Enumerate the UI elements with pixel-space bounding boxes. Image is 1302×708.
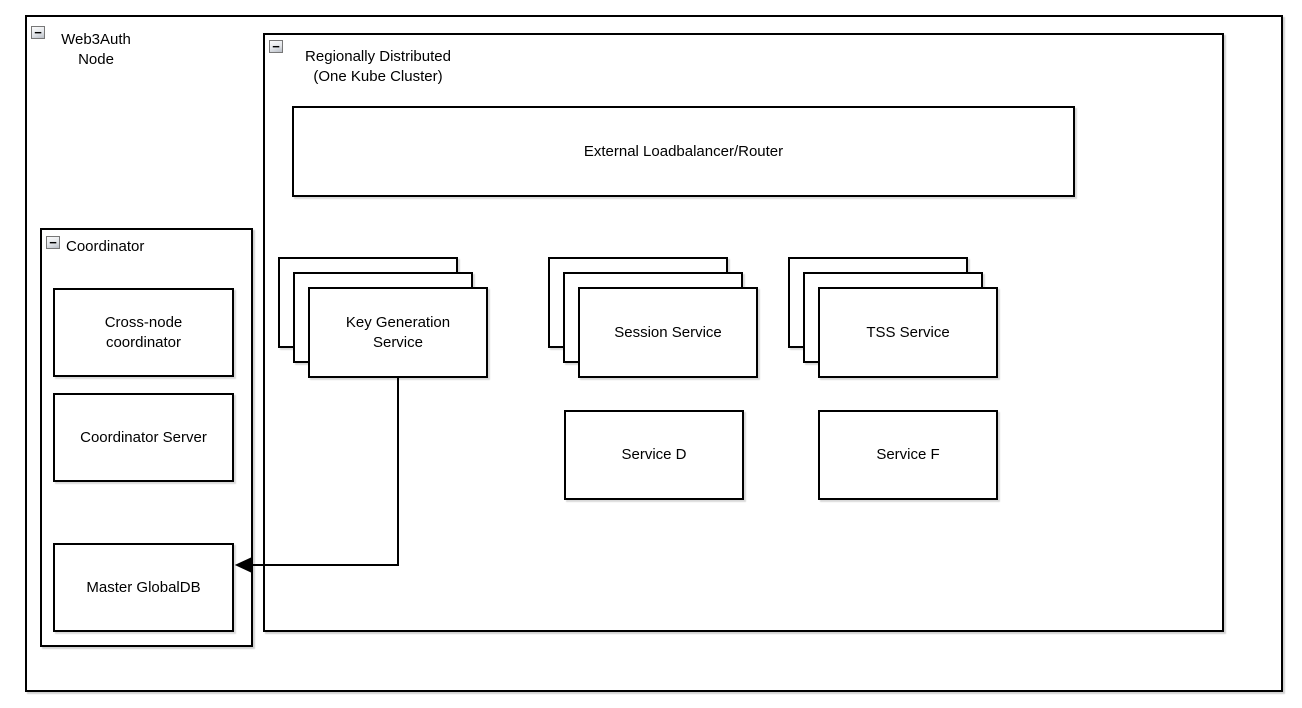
container-title-web3auth: Web3Auth Node [61,31,131,68]
node-external-loadbalancer[interactable]: External Loadbalancer/Router [292,106,1075,197]
container-title-coordinator: Coordinator [66,238,145,255]
collapse-minus-icon[interactable]: − [46,236,60,249]
collapse-minus-icon[interactable]: − [31,26,45,39]
node-coordinator-server[interactable]: Coordinator Server [53,393,234,482]
node-service-d[interactable]: Service D [564,410,744,500]
node-label: Key Generation Service [345,313,451,351]
node-tss-service-stack[interactable]: TSS Service [788,257,1000,380]
node-session-service-stack[interactable]: Session Service [548,257,760,380]
node-label: Master GlobalDB [86,578,201,596]
node-label: Coordinator Server [80,428,207,446]
node-service-f[interactable]: Service F [818,410,998,500]
node-cross-node-coordinator[interactable]: Cross-node coordinator [53,288,234,377]
node-master-globaldb[interactable]: Master GlobalDB [53,543,234,632]
stack-card-front[interactable]: TSS Service [818,287,998,378]
node-label: Session Service [614,323,722,341]
minus-glyph: − [272,39,280,54]
node-key-generation-service-stack[interactable]: Key Generation Service [278,257,490,380]
node-label: TSS Service [866,323,950,341]
minus-glyph: − [49,235,57,250]
node-label: Cross-node coordinator [104,313,183,351]
node-label: External Loadbalancer/Router [583,142,784,160]
collapse-minus-icon[interactable]: − [269,40,283,53]
container-title-regional: Regionally Distributed (One Kube Cluster… [305,48,451,85]
node-label: Service F [876,446,940,463]
node-label: Service D [621,446,687,463]
stack-card-front[interactable]: Session Service [578,287,758,378]
minus-glyph: − [34,25,42,40]
stack-card-front[interactable]: Key Generation Service [308,287,488,378]
